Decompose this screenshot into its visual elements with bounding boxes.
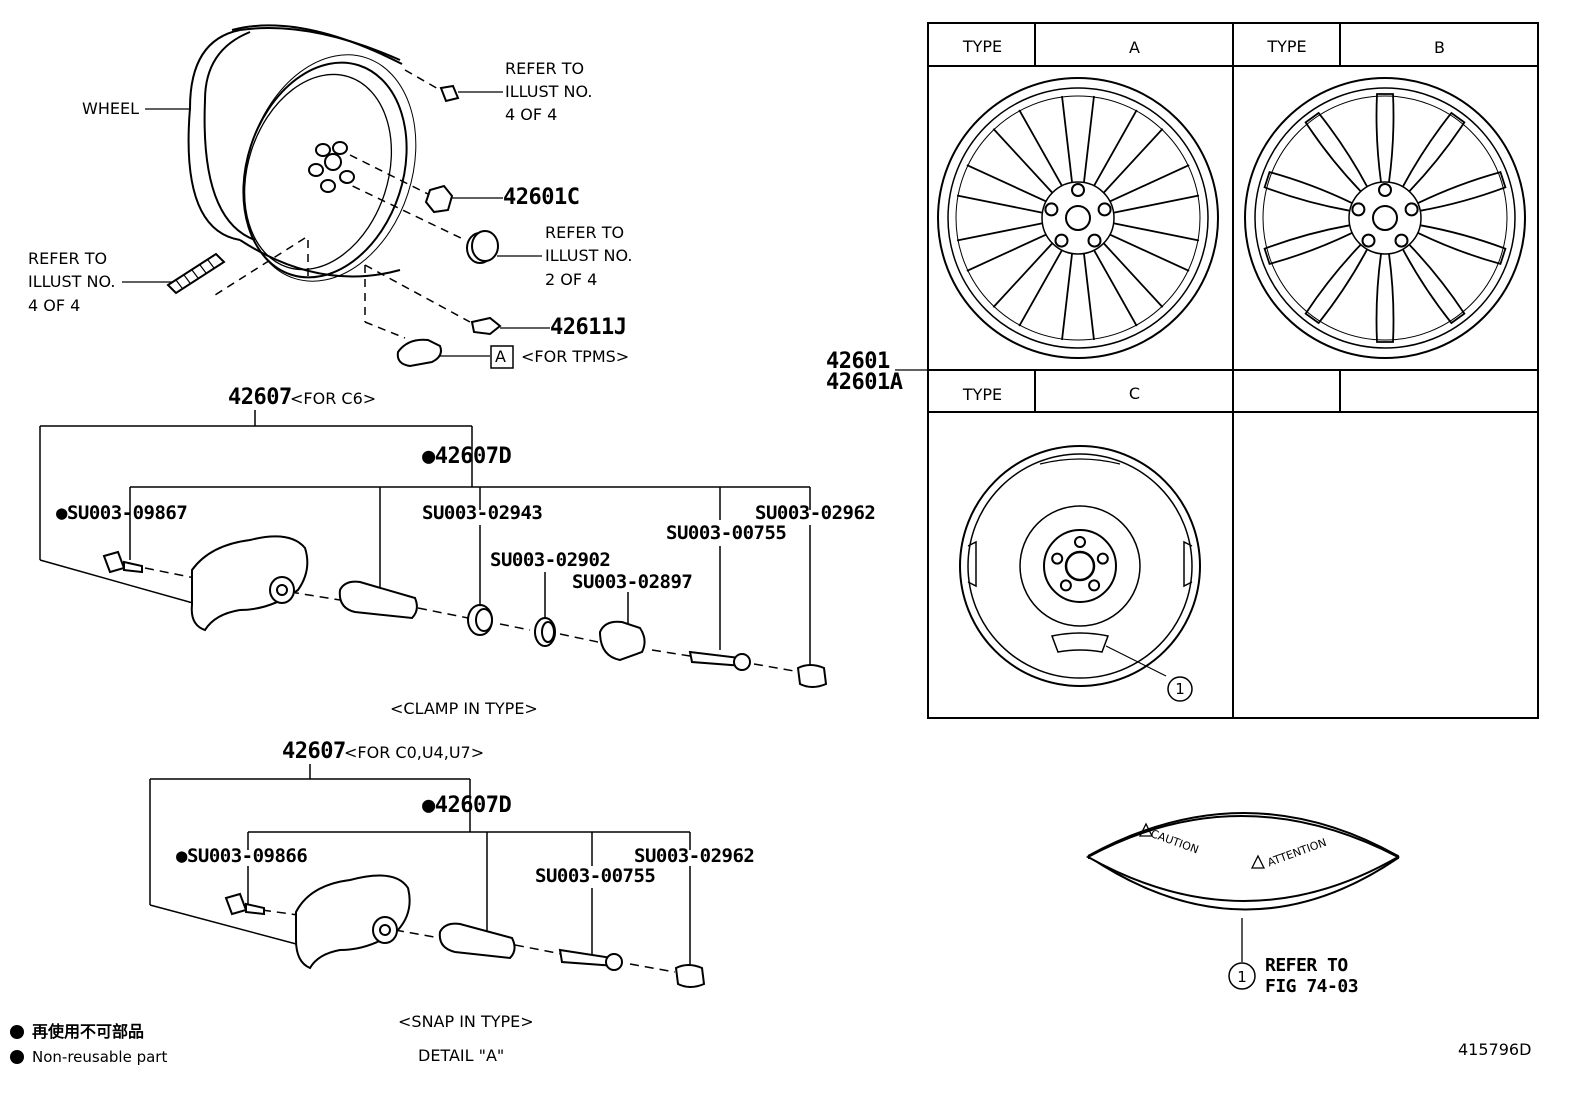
snap-sub-part: ●42607D <box>422 793 512 818</box>
part-42601C: 42601C <box>503 185 580 210</box>
refer-cap-line2: ILLUST NO. <box>545 246 633 265</box>
wheel-drawing <box>187 24 417 282</box>
detail-a-caption: DETAIL "A" <box>418 1046 505 1065</box>
tpms-note: <FOR TPMS> <box>521 347 630 366</box>
clamp-assembly-part: 42607 <box>228 385 292 410</box>
wheel-part-42601A: 42601A <box>826 370 903 395</box>
refer-left-line1: REFER TO <box>28 249 108 268</box>
legend-dot-icon <box>10 1025 24 1039</box>
wheel-part-42601: 42601 <box>826 349 890 374</box>
clamp-part-00755: SU003-00755 <box>666 522 787 544</box>
caution-refer-line1: REFER TO <box>1265 955 1348 976</box>
clamp-part-09867: ●SU003-09867 <box>56 502 188 524</box>
clamp-part-02897: SU003-02897 <box>572 571 693 593</box>
tpms-box-letter: A <box>495 347 506 366</box>
caution-callout: 1 <box>1237 968 1247 986</box>
type-value-b: B <box>1434 38 1445 57</box>
clamp-sub-part: ●42607D <box>422 444 512 469</box>
snap-assembly-note: <FOR C0,U4,U7> <box>344 743 485 762</box>
illustration-id: 415796D <box>1458 1040 1532 1059</box>
legend-jp: 再使用不可部品 <box>10 1024 144 1040</box>
type-value-c: C <box>1128 384 1141 403</box>
part-42611J: 42611J <box>550 315 627 340</box>
type-table-grid <box>895 22 1539 719</box>
type-header-a: TYPE <box>962 37 1003 56</box>
type-c-callout: 1 <box>1175 680 1185 698</box>
clamp-assembly-note: <FOR C6> <box>290 389 377 408</box>
type-c-wheel <box>959 445 1201 687</box>
clamp-part-02943: SU003-02943 <box>422 502 543 524</box>
legend-jp-text: 再使用不可部品 <box>32 1022 145 1041</box>
refer-left-line3: 4 OF 4 <box>28 296 81 315</box>
refer-left-line2: ILLUST NO. <box>28 272 116 291</box>
type-value-a: A <box>1129 38 1140 57</box>
clamp-caption: <CLAMP IN TYPE> <box>390 699 538 718</box>
snap-part-00755: SU003-00755 <box>535 865 656 887</box>
caution-refer-line2: FIG 74-03 <box>1265 976 1359 997</box>
snap-assembly-part: 42607 <box>282 739 346 764</box>
type-a-wheel <box>937 77 1219 359</box>
refer-top-line1: REFER TO <box>505 59 585 78</box>
refer-cap-line3: 2 OF 4 <box>545 270 598 289</box>
wheel-label: WHEEL <box>82 99 139 118</box>
clamp-part-02902: SU003-02902 <box>490 549 611 571</box>
snap-caption: <SNAP IN TYPE> <box>398 1012 534 1031</box>
refer-top-line3: 4 OF 4 <box>505 105 558 124</box>
legend-en: Non-reusable part <box>10 1050 167 1065</box>
caution-label-shape <box>1087 812 1399 911</box>
refer-cap-line1: REFER TO <box>545 223 625 242</box>
type-b-wheel <box>1244 77 1526 359</box>
snap-part-09866: ●SU003-09866 <box>176 845 308 867</box>
legend-dot-icon <box>10 1050 24 1064</box>
type-header-b: TYPE <box>1267 37 1307 56</box>
snap-part-02962: SU003-02962 <box>634 845 755 867</box>
clamp-part-02962: SU003-02962 <box>755 502 876 524</box>
refer-top-line2: ILLUST NO. <box>505 82 593 101</box>
type-header-c: TYPE <box>962 385 1003 404</box>
legend-en-text: Non-reusable part <box>32 1048 168 1066</box>
